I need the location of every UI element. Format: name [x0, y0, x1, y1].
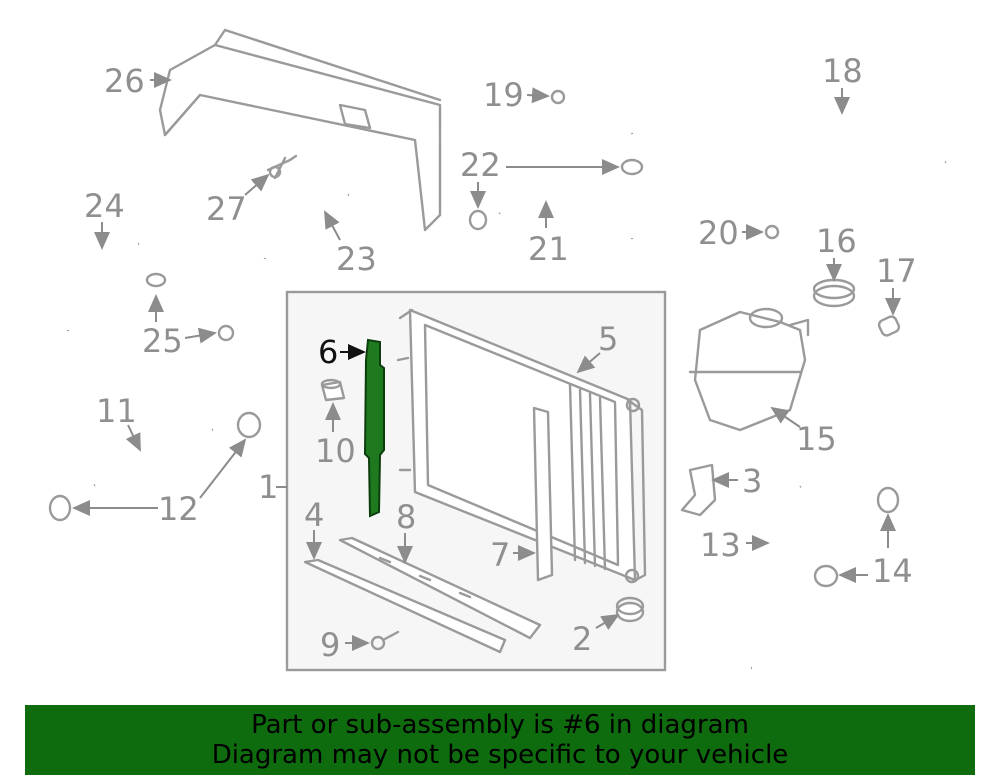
part-19-clamp: [550, 89, 566, 105]
label-15: 15: [796, 420, 837, 458]
label-9: 9: [320, 626, 340, 664]
parts-diagram: 1 2 3 4 5 6 7 8 9 10 11 12 13 14 15 16 1…: [48, 28, 947, 674]
label-8: 8: [396, 498, 416, 536]
label-4: 4: [304, 496, 324, 534]
part-14-clamps: [813, 486, 900, 588]
label-16: 16: [816, 222, 857, 260]
part-18-hose: [628, 100, 946, 165]
label-1: 1: [258, 468, 278, 506]
label-12: 12: [158, 490, 199, 528]
label-20: 20: [698, 214, 739, 252]
banner-line-1: Part or sub-assembly is #6 in diagram: [251, 710, 749, 740]
part-16-cap: [812, 278, 856, 308]
label-18: 18: [822, 52, 863, 90]
leader-lines: [72, 72, 901, 651]
label-23: 23: [336, 240, 377, 278]
label-19: 19: [483, 76, 524, 114]
label-14: 14: [872, 552, 913, 590]
label-13: 13: [700, 526, 741, 564]
label-27: 27: [206, 190, 247, 228]
part-8-baffle: [338, 536, 542, 640]
label-25: 25: [142, 322, 183, 360]
label-10: 10: [315, 432, 356, 470]
label-22: 22: [460, 146, 501, 184]
label-11: 11: [96, 392, 137, 430]
part-22-clamps: [468, 158, 644, 231]
part-labels: 1 2 3 4 5 6 7 8 9 10 11 12 13 14 15 16 1…: [84, 52, 917, 664]
label-5: 5: [598, 320, 618, 358]
label-24: 24: [84, 187, 125, 225]
part-3-bracket: [680, 463, 717, 517]
part-26-shroud: [158, 28, 442, 232]
part-27-clip: [266, 154, 298, 180]
part-2-mount: [615, 596, 645, 623]
label-2: 2: [572, 620, 592, 658]
part-11-hose: [92, 424, 215, 491]
label-21: 21: [528, 230, 569, 268]
part-21-hose: [497, 187, 636, 239]
part-17-sensor: [877, 315, 901, 337]
part-4-seal: [303, 558, 507, 654]
part-5-radiator: [396, 308, 647, 584]
label-7: 7: [490, 536, 510, 574]
part-15-reservoir: [688, 307, 810, 432]
part-6-highlighted-seal: [363, 338, 385, 518]
info-banner: Part or sub-assembly is #6 in diagram Di…: [25, 705, 975, 775]
label-3: 3: [742, 462, 762, 500]
part-9-clip: [370, 630, 400, 651]
part-7-baffle: [532, 406, 554, 582]
part-12-clamps: [48, 411, 262, 522]
banner-line-2: Diagram may not be specific to your vehi…: [211, 740, 789, 770]
part-24-hose: [64, 240, 140, 331]
part-20-clamp: [764, 224, 780, 240]
label-6: 6: [318, 333, 338, 371]
part-25-clamp: [145, 272, 235, 342]
part-13-hose: [750, 482, 804, 674]
part-10-bushing: [320, 378, 346, 402]
label-26: 26: [104, 62, 145, 100]
label-17: 17: [876, 252, 917, 290]
